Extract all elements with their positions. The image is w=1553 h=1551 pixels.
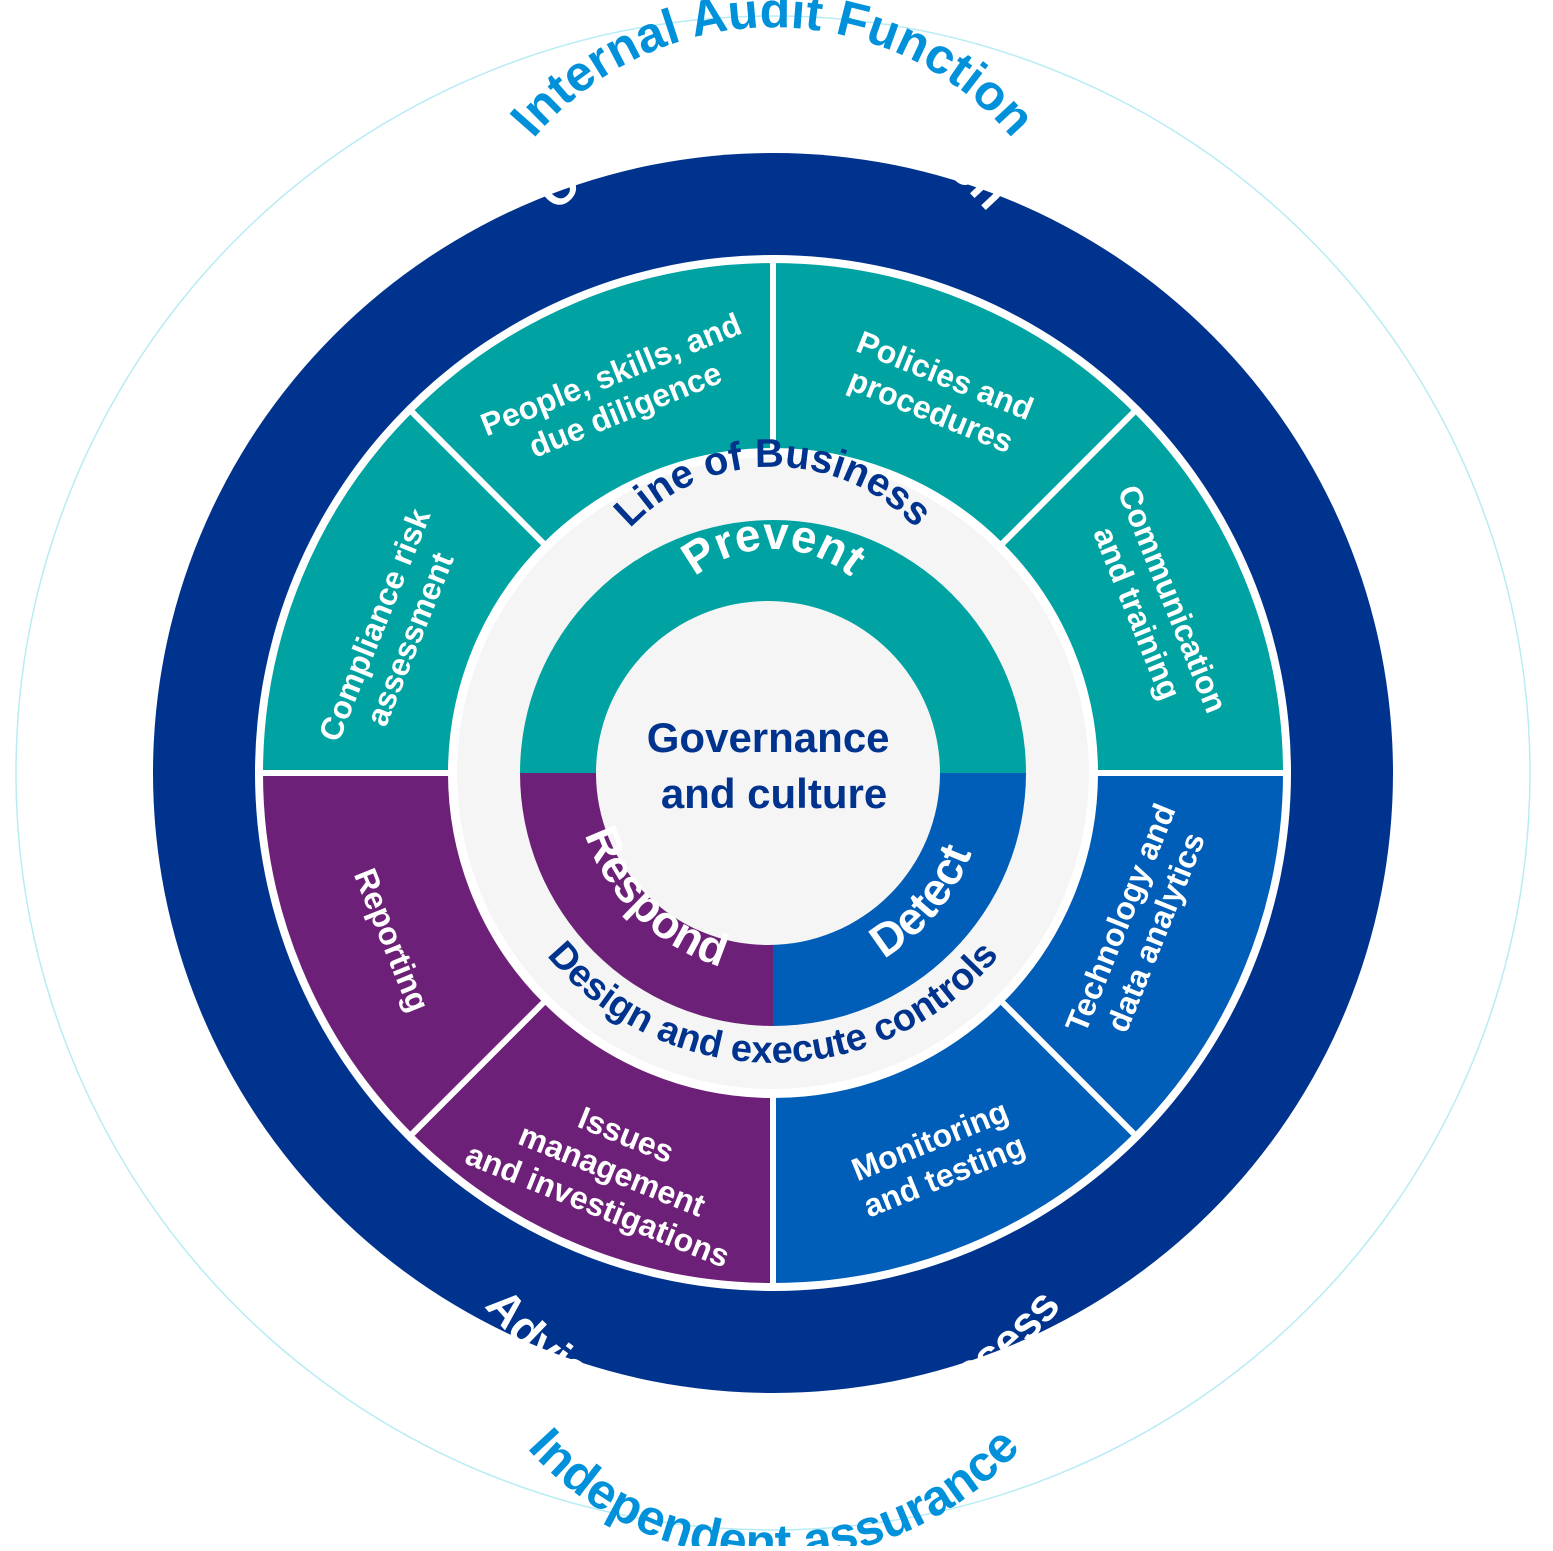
segments-layer bbox=[257, 257, 1289, 1289]
center-title: Governance and culture bbox=[647, 714, 901, 817]
center-circle bbox=[596, 601, 940, 945]
center-line-1: Governance bbox=[647, 714, 890, 761]
center-line-2: and culture bbox=[661, 770, 887, 817]
